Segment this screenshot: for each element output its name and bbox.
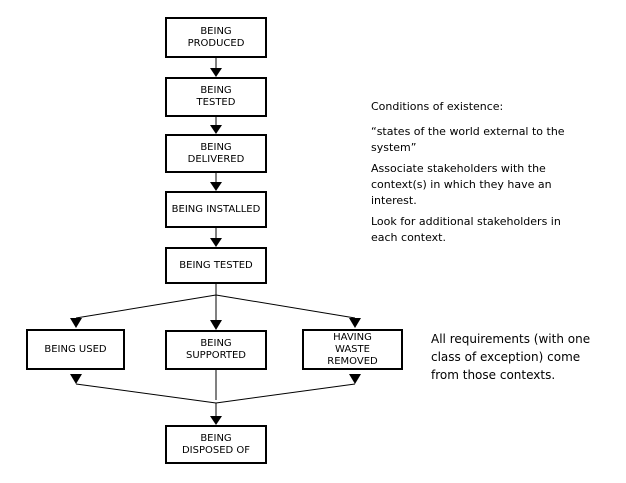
arrowhead-to-tested-2 [210, 238, 222, 247]
requirements-text: All requirements (with one class of exce… [431, 332, 591, 382]
arrowhead-waste-exit [349, 374, 361, 384]
arrowhead-to-tested [210, 68, 222, 77]
box-being-installed: BEING INSTALLED [165, 191, 267, 228]
associate-stakeholders-note: Associate stakeholders with the context(… [371, 162, 552, 207]
arrowhead-to-disposed [210, 416, 222, 425]
conditions-note: Conditions of existence: “states of the … [371, 99, 581, 246]
box-having-waste-removed: HAVING WASTE REMOVED [302, 329, 403, 370]
arrowhead-to-waste [349, 318, 361, 328]
arrowhead-to-used [70, 318, 82, 328]
conditions-heading: Conditions of existence: [371, 100, 504, 113]
additional-stakeholders-note: Look for additional stakeholders in each… [371, 215, 561, 244]
branch-line-left [75, 294, 217, 319]
arrowhead-to-installed [210, 182, 222, 191]
merge-line-right [215, 383, 356, 404]
box-being-tested: BEING TESTED [165, 77, 267, 117]
branch-line-right [215, 294, 356, 319]
arrowhead-to-supported [210, 320, 222, 330]
requirements-note: All requirements (with one class of exce… [431, 330, 611, 384]
box-being-tested-2: BEING TESTED [165, 247, 267, 284]
arrowhead-used-exit [70, 374, 82, 384]
box-being-delivered: BEING DELIVERED [165, 134, 267, 173]
box-being-produced: BEING PRODUCED [165, 17, 267, 58]
box-being-disposed-of: BEING DISPOSED OF [165, 425, 267, 464]
box-being-used: BEING USED [26, 329, 125, 370]
arrowhead-to-delivered [210, 125, 222, 134]
conditions-quote: “states of the world external to the sys… [371, 125, 565, 154]
box-being-supported: BEING SUPPORTED [165, 330, 267, 370]
merge-line-left [75, 383, 217, 404]
